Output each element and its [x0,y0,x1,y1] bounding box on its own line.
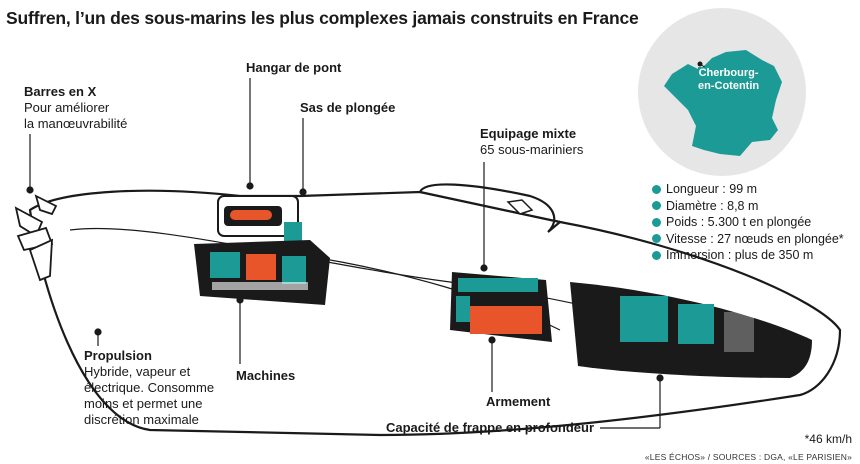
label-title: Equipage mixte [480,126,577,141]
label-title: Sas de plongée [300,100,396,115]
bullet-icon [652,184,661,194]
label-text: Hybride, vapeur et [84,364,191,379]
spec-item: Vitesse : 27 nœuds en plongée* [652,231,844,248]
label-capacite: Capacité de frappe en profondeur [386,420,594,436]
spec-item: Immersion : plus de 350 m [652,247,844,264]
sail-top [506,199,534,215]
spec-text: Immersion : plus de 350 m [666,248,814,262]
spec-item: Diamètre : 8,8 m [652,198,844,215]
map-city-line: en-Cotentin [698,80,760,92]
spec-text: Poids : 5.300 t en plongée [666,215,812,229]
label-text: discrétion maximale [84,412,199,427]
label-title: Capacité de frappe en profondeur [386,420,595,435]
spec-text: Longueur : 99 m [666,182,758,196]
label-text: 65 sous-mariniers [480,142,584,157]
label-sas: Sas de plongée [300,100,395,116]
spec-text: Diamètre : 8,8 m [666,198,759,213]
label-propulsion: Propulsion Hybride, vapeur et électrique… [84,348,214,428]
label-text: moins et permet une [84,396,203,411]
footnote: *46 km/h [804,432,852,446]
spec-text: Vitesse : 27 nœuds en plongée* [666,231,844,246]
bullet-icon [652,234,661,244]
label-equipage: Equipage mixte 65 sous-mariniers [480,126,583,158]
spec-item: Longueur : 99 m [652,181,844,198]
page-title: Suffren, l’un des sous-marins les plus c… [6,8,639,28]
label-title: Armement [486,394,551,409]
label-text: électrique. Consomme [84,380,215,395]
map-city-line: Cherbourg- [698,67,759,79]
label-barres-en-x: Barres en X Pour améliorer la manœuvrabi… [24,84,127,132]
bullet-icon [652,217,661,227]
label-title: Propulsion [84,348,152,363]
bullet-icon [652,201,661,211]
x-fins [14,194,58,282]
label-machines: Machines [236,368,295,384]
sources-credit: «LES ÉCHOS» / SOURCES : DGA, «LE PARISIE… [644,452,852,462]
map-city-label: Cherbourg- en-Cotentin [698,67,760,93]
label-title: Barres en X [24,84,97,99]
sail-outline [418,183,563,233]
label-hangar: Hangar de pont [246,60,341,76]
spec-list: Longueur : 99 m Diamètre : 8,8 m Poids :… [652,181,844,264]
label-title: Hangar de pont [246,60,342,75]
label-armement: Armement [486,394,550,410]
label-text: Pour améliorer [24,100,110,115]
label-text: la manœuvrabilité [24,116,128,131]
label-title: Machines [236,368,296,383]
bullet-icon [652,250,661,260]
spec-item: Poids : 5.300 t en plongée [652,214,844,231]
